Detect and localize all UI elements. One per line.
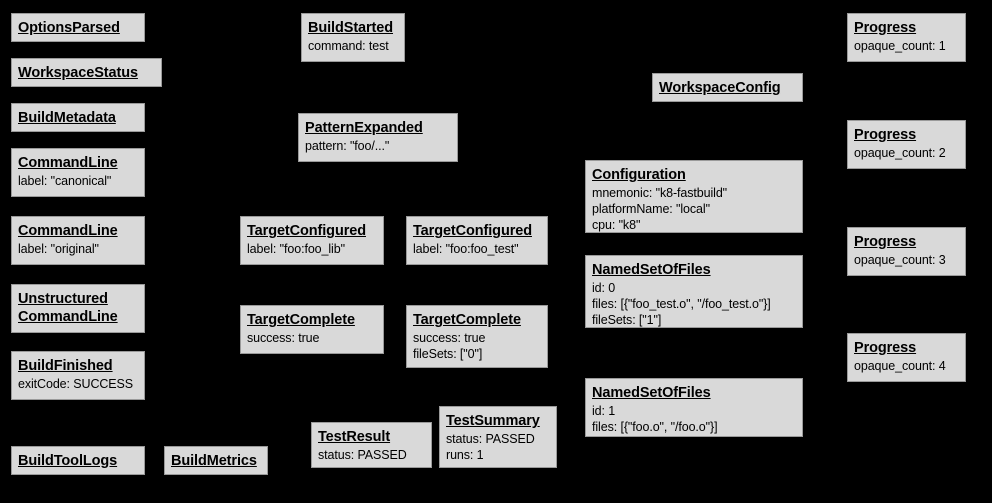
node-title: NamedSetOfFiles [592, 385, 711, 401]
node-build-metadata[interactable]: BuildMetadata [11, 103, 145, 132]
node-command-line-canonical[interactable]: CommandLine label: "canonical" [11, 148, 145, 197]
node-fields: status: PASSED runs: 1 [446, 432, 535, 463]
node-target-complete-lib[interactable]: TargetComplete success: true [240, 305, 384, 354]
node-title: CommandLine [18, 155, 118, 171]
node-workspace-status[interactable]: WorkspaceStatus [11, 58, 162, 87]
node-title: Progress [854, 340, 917, 356]
node-progress-4[interactable]: Progress opaque_count: 4 [847, 333, 966, 382]
node-fields: opaque_count: 3 [854, 253, 946, 268]
node-fields: mnemonic: "k8-fastbuild" platformName: "… [592, 186, 728, 233]
node-pattern-expanded[interactable]: PatternExpanded pattern: "foo/..." [298, 113, 458, 162]
node-workspace-config[interactable]: WorkspaceConfig [652, 73, 803, 102]
node-title: TestSummary [446, 413, 540, 429]
node-configuration[interactable]: Configuration mnemonic: "k8-fastbuild" pl… [585, 160, 803, 233]
node-fields: command: test [308, 39, 389, 54]
node-fields: label: "foo:foo_test" [413, 242, 519, 257]
node-fields: exitCode: SUCCESS [18, 377, 134, 392]
node-test-summary[interactable]: TestSummary status: PASSED runs: 1 [439, 406, 557, 468]
node-target-complete-test[interactable]: TargetComplete success: true fileSets: ["… [406, 305, 548, 368]
node-progress-1[interactable]: Progress opaque_count: 1 [847, 13, 966, 62]
node-title: TargetComplete [413, 312, 521, 328]
node-build-started[interactable]: BuildStarted command: test [301, 13, 405, 62]
node-title: Progress [854, 127, 917, 143]
node-title: BuildMetadata [18, 110, 116, 126]
node-target-configured-foo-test[interactable]: TargetConfigured label: "foo:foo_test" [406, 216, 548, 265]
node-fields: success: true fileSets: ["0"] [413, 331, 486, 362]
node-title: TargetConfigured [247, 223, 366, 239]
node-fields: opaque_count: 2 [854, 146, 946, 161]
node-title: Progress [854, 20, 917, 36]
node-fields: label: "canonical" [18, 174, 112, 189]
node-fields: success: true [247, 331, 320, 346]
node-progress-3[interactable]: Progress opaque_count: 3 [847, 227, 966, 276]
node-options-parsed[interactable]: OptionsParsed [11, 13, 145, 42]
node-fields: label: "original" [18, 242, 99, 257]
node-title: Configuration [592, 167, 686, 183]
node-title: WorkspaceStatus [18, 65, 138, 81]
node-title: CommandLine [18, 223, 118, 239]
node-title: WorkspaceConfig [659, 80, 781, 96]
node-target-configured-foo-lib[interactable]: TargetConfigured label: "foo:foo_lib" [240, 216, 384, 265]
node-title: BuildMetrics [171, 453, 257, 469]
node-fields: label: "foo:foo_lib" [247, 242, 345, 257]
node-title: Progress [854, 234, 917, 250]
node-progress-2[interactable]: Progress opaque_count: 2 [847, 120, 966, 169]
node-title: OptionsParsed [18, 20, 120, 36]
node-fields: id: 1 files: [{"foo.o", "/foo.o"}] [592, 404, 718, 435]
node-title: BuildStarted [308, 20, 394, 36]
node-title: PatternExpanded [305, 120, 423, 136]
node-fields: opaque_count: 4 [854, 359, 946, 374]
node-test-result[interactable]: TestResult status: PASSED [311, 422, 432, 468]
node-title: NamedSetOfFiles [592, 262, 711, 278]
node-fields: pattern: "foo/..." [305, 139, 390, 154]
node-title: TestResult [318, 429, 391, 445]
node-fields: opaque_count: 1 [854, 39, 946, 54]
node-unstructured-command-line[interactable]: Unstructured CommandLine [11, 284, 145, 333]
node-named-set-of-files-0[interactable]: NamedSetOfFiles id: 0 files: [{"foo_test.… [585, 255, 803, 328]
node-title: TargetComplete [247, 312, 355, 328]
node-title: BuildToolLogs [18, 453, 118, 469]
node-fields: id: 0 files: [{"foo_test.o", "/foo_test.… [592, 281, 771, 328]
node-build-finished[interactable]: BuildFinished exitCode: SUCCESS [11, 351, 145, 400]
node-named-set-of-files-1[interactable]: NamedSetOfFiles id: 1 files: [{"foo.o", "… [585, 378, 803, 437]
node-title: TargetConfigured [413, 223, 532, 239]
node-fields: status: PASSED [318, 448, 407, 463]
node-build-tool-logs[interactable]: BuildToolLogs [11, 446, 145, 475]
node-title: Unstructured CommandLine [18, 291, 118, 326]
node-build-metrics[interactable]: BuildMetrics [164, 446, 268, 475]
node-command-line-original[interactable]: CommandLine label: "original" [11, 216, 145, 265]
node-title: BuildFinished [18, 358, 113, 374]
